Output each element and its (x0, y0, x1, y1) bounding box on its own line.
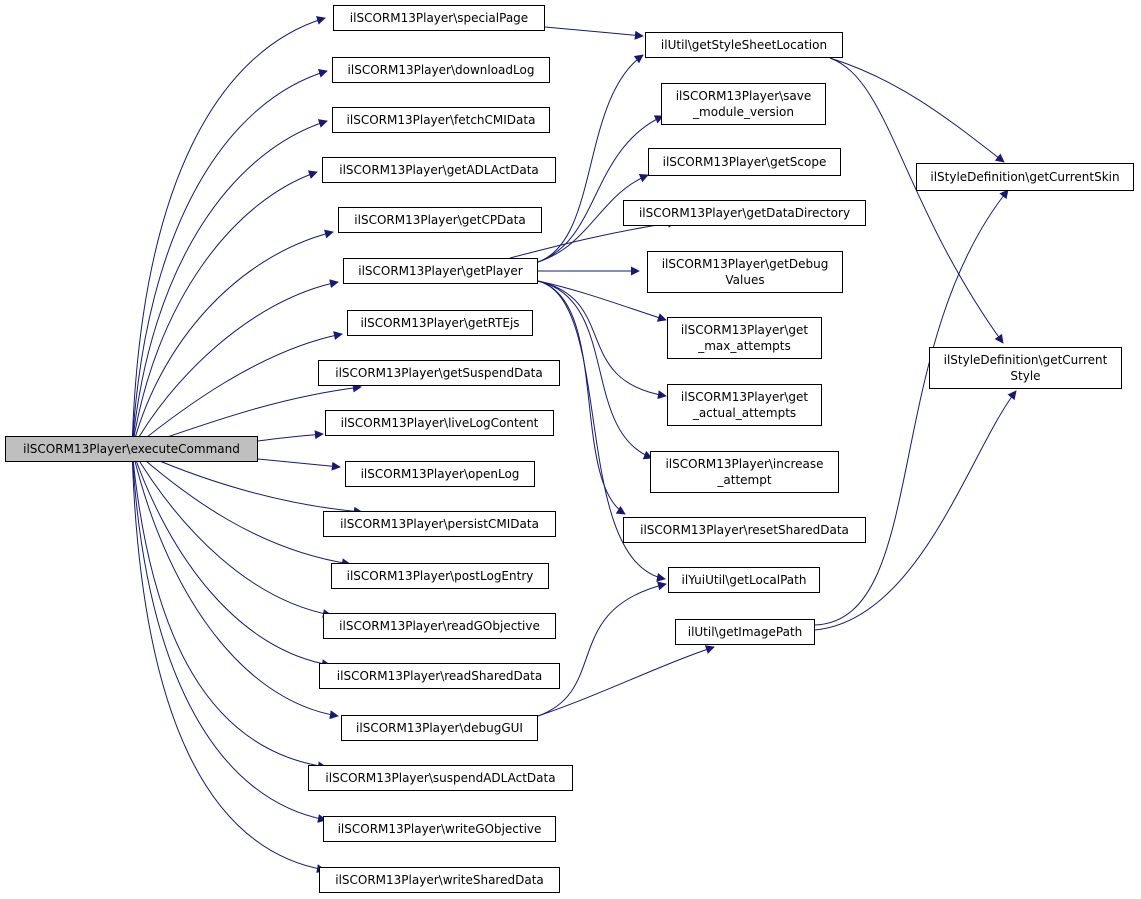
edge-getImagePath-getCurrentSkin (814, 189, 1009, 626)
node-debugGUI[interactable]: ilSCORM13Player\debugGUI (341, 715, 538, 741)
node-executeCommand[interactable]: ilSCORM13Player\executeCommand (5, 436, 258, 462)
node-getLocalPath[interactable]: ilYuiUtil\getLocalPath (668, 567, 820, 593)
node-downloadLog[interactable]: ilSCORM13Player\downloadLog (332, 57, 550, 83)
edge-executeCommand-downloadLog (131, 69, 328, 450)
node-increase_attempt[interactable]: ilSCORM13Player\increase _attempt (650, 451, 839, 493)
edge-executeCommand-fetchCMIData (131, 119, 328, 450)
node-readSharedData[interactable]: ilSCORM13Player\readSharedData (319, 663, 560, 689)
node-postLogEntry[interactable]: ilSCORM13Player\postLogEntry (331, 563, 549, 589)
edge-executeCommand-postLogEntry (131, 448, 351, 568)
edge-executeCommand-getADLActData (131, 170, 318, 450)
node-get_actual_attempts[interactable]: ilSCORM13Player\get _actual_attempts (667, 384, 822, 426)
edge-getPlayer-save_module_version (537, 115, 664, 263)
node-liveLogContent[interactable]: ilSCORM13Player\liveLogContent (325, 410, 554, 436)
edge-executeCommand-getPlayer (131, 279, 339, 450)
node-getCPData[interactable]: ilSCORM13Player\getCPData (338, 207, 542, 233)
edge-executeCommand-suspendADLActData (131, 448, 327, 771)
edge-getPlayer-resetSharedData (537, 280, 626, 515)
node-readGObjective[interactable]: ilSCORM13Player\readGObjective (323, 613, 556, 639)
node-writeGObjective[interactable]: ilSCORM13Player\writeGObjective (323, 816, 556, 842)
edge-getStyleSheetLocation-getCurrentSkin (829, 57, 1005, 163)
node-fetchCMIData[interactable]: ilSCORM13Player\fetchCMIData (332, 107, 550, 133)
node-suspendADLActData[interactable]: ilSCORM13Player\suspendADLActData (308, 765, 573, 791)
edge-debugGUI-getImagePath (537, 645, 715, 717)
node-getRTEjs[interactable]: ilSCORM13Player\getRTEjs (347, 310, 533, 336)
node-resetSharedData[interactable]: ilSCORM13Player\resetSharedData (623, 517, 866, 543)
node-get_max_attempts[interactable]: ilSCORM13Player\get _max_attempts (667, 317, 822, 359)
edge-debugGUI-getLocalPath (537, 581, 667, 717)
edge-getStyleSheetLocation-getCurrentStyle (829, 57, 1004, 344)
node-getPlayer[interactable]: ilSCORM13Player\getPlayer (343, 258, 538, 284)
edge-executeCommand-debugGUI (131, 448, 339, 720)
edge-executeCommand-readGObjective (131, 448, 332, 618)
edge-specialPage-getStyleSheetLocation (544, 26, 644, 40)
edge-executeCommand-writeSharedData (131, 448, 326, 874)
edge-executeCommand-readSharedData (131, 448, 331, 669)
node-getImagePath[interactable]: ilUtil\getImagePath (675, 619, 815, 645)
edge-executeCommand-openLog (257, 458, 341, 471)
edge-executeCommand-getCPData (131, 229, 334, 450)
edge-getPlayer-get_max_attempts (537, 280, 667, 322)
edge-executeCommand-getRTEjs (131, 331, 343, 450)
edge-getImagePath-getCurrentStyle (814, 390, 1017, 631)
node-getCurrentStyle[interactable]: ilStyleDefinition\getCurrent Style (929, 347, 1122, 389)
edge-getPlayer-increase_attempt (537, 280, 653, 460)
node-save_module_version[interactable]: ilSCORM13Player\save _module_version (661, 83, 826, 125)
edge-executeCommand-liveLogContent (257, 430, 324, 442)
edge-executeCommand-writeGObjective (131, 448, 327, 823)
edge-getPlayer-getScope (537, 173, 649, 263)
node-getDataDirectory[interactable]: ilSCORM13Player\getDataDirectory (623, 200, 866, 226)
edge-getPlayer-getLocalPath (537, 280, 666, 582)
node-getADLActData[interactable]: ilSCORM13Player\getADLActData (322, 157, 556, 183)
node-getStyleSheetLocation[interactable]: ilUtil\getStyleSheetLocation (645, 32, 843, 58)
node-getCurrentSkin[interactable]: ilStyleDefinition\getCurrentSkin (916, 163, 1134, 191)
edge-executeCommand-specialPage (131, 16, 326, 450)
node-getSuspendData[interactable]: ilSCORM13Player\getSuspendData (318, 360, 560, 386)
node-getDebugValues[interactable]: ilSCORM13Player\getDebug Values (647, 251, 843, 293)
node-writeSharedData[interactable]: ilSCORM13Player\writeSharedData (319, 867, 560, 893)
edge-getPlayer-getStyleSheetLocation (537, 54, 644, 263)
node-persistCMIData[interactable]: ilSCORM13Player\persistCMIData (323, 511, 556, 537)
node-specialPage[interactable]: ilSCORM13Player\specialPage (333, 5, 545, 31)
node-openLog[interactable]: ilSCORM13Player\openLog (345, 461, 535, 487)
node-getScope[interactable]: ilSCORM13Player\getScope (648, 148, 841, 176)
edge-getPlayer-get_actual_attempts (537, 280, 667, 400)
